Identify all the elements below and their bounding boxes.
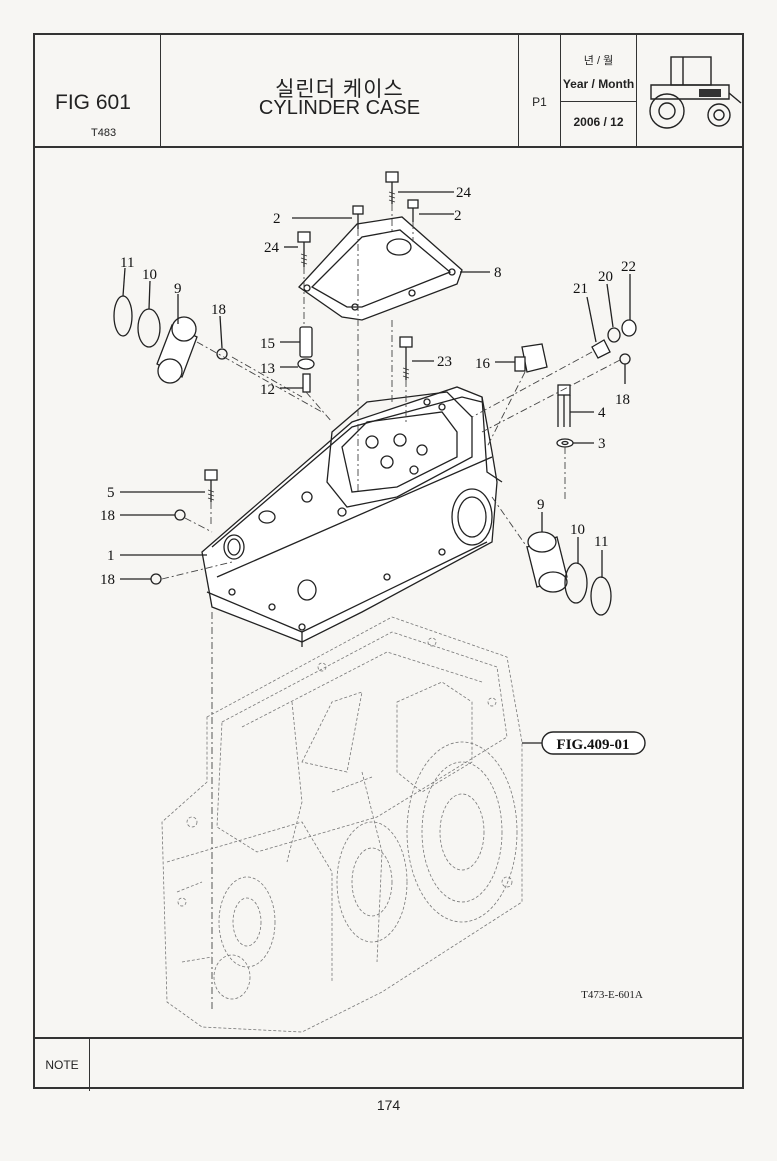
title-english: CYLINDER CASE — [258, 97, 421, 119]
callout-24-left: 24 — [264, 240, 280, 256]
leader-lines — [120, 191, 631, 744]
fig-cell: FIG 601 T483 — [35, 35, 161, 146]
tractor-icon — [649, 56, 742, 129]
cylinder-cover — [298, 216, 463, 321]
callout-1: 1 — [107, 548, 115, 564]
callout-15: 15 — [260, 336, 275, 352]
figure-reference: FIG.409-01 — [541, 731, 646, 755]
callout-22: 22 — [621, 259, 636, 275]
callout-3: 3 — [598, 436, 606, 452]
bolt-23 — [399, 336, 413, 380]
fig-number: FIG 601 — [55, 91, 131, 114]
callout-5: 5 — [107, 485, 115, 501]
bolt-24-left — [297, 231, 311, 267]
callout-8: 8 — [494, 265, 502, 281]
bolt-5 — [204, 469, 218, 502]
callout-18-mid: 18 — [100, 508, 115, 524]
model-code: T483 — [91, 127, 117, 139]
pin-assembly — [297, 326, 315, 393]
callout-4: 4 — [598, 405, 606, 421]
callout-2-right: 2 — [454, 208, 462, 224]
callout-13: 13 — [260, 361, 275, 377]
engine-block-reference — [161, 616, 523, 1033]
date-divider — [561, 101, 636, 102]
bolt-24-top — [385, 171, 399, 204]
callout-23: 23 — [437, 354, 452, 370]
fitting-parts — [150, 319, 637, 585]
callout-2-left: 2 — [273, 211, 281, 227]
title-korean: 실린더 케이스 — [275, 78, 404, 101]
callout-10-right: 10 — [570, 522, 585, 538]
callout-18-right: 18 — [615, 392, 630, 408]
page-number: 174 — [376, 1097, 401, 1113]
exploded-parts-diagram: .ln { stroke: #222; stroke-width: 1.3; f… — [100, 171, 646, 1033]
page-code: P1 — [532, 95, 547, 109]
callout-16: 16 — [475, 356, 491, 372]
bolt-4 — [557, 384, 571, 427]
callout-12: 12 — [260, 382, 275, 398]
year-month-korean: 년 / 월 — [583, 55, 614, 67]
date-cell: 년 / 월 Year / Month 2006 / 12 — [561, 35, 637, 146]
note-label: NOTE — [35, 1039, 90, 1091]
bolts — [204, 171, 574, 502]
callout-20: 20 — [598, 269, 613, 285]
callout-24-top: 24 — [456, 185, 472, 201]
tractor-thumbnail-cell — [637, 35, 742, 146]
callout-11-right: 11 — [594, 534, 608, 550]
right-seal-parts — [526, 531, 612, 616]
title-cell: 실린더 케이스 CYLINDER CASE — [161, 35, 519, 146]
callout-10-left: 10 — [142, 267, 157, 283]
bolt-2-left — [352, 205, 364, 229]
callout-9-left: 9 — [174, 281, 182, 297]
page-frame: FIG 601 T483 실린더 케이스 CYLINDER CASE P1 년 … — [33, 33, 744, 1091]
callout-21: 21 — [573, 281, 588, 297]
washer-3 — [556, 438, 574, 448]
header-block: FIG 601 T483 실린더 케이스 CYLINDER CASE P1 년 … — [35, 35, 742, 148]
figure-reference-label: FIG.409-01 — [557, 737, 630, 753]
callout-18-upper: 18 — [211, 302, 226, 318]
callout-9-right: 9 — [537, 497, 545, 513]
page-code-cell: P1 — [519, 35, 561, 146]
drawing-code: T473-E-601A — [581, 989, 643, 1001]
bolt-2-right — [407, 199, 419, 222]
callout-numbers: 24 2 2 24 8 11 10 9 18 15 13 12 23 16 21… — [100, 185, 636, 588]
revision-date: 2006 / 12 — [573, 115, 624, 129]
callout-18-lower: 18 — [100, 572, 115, 588]
callout-11-left: 11 — [120, 255, 134, 271]
assembly-axis-lines — [161, 204, 621, 1012]
cylinder-case-body — [201, 386, 503, 647]
year-month-label: Year / Month — [562, 77, 635, 91]
note-row: NOTE — [35, 1037, 742, 1091]
